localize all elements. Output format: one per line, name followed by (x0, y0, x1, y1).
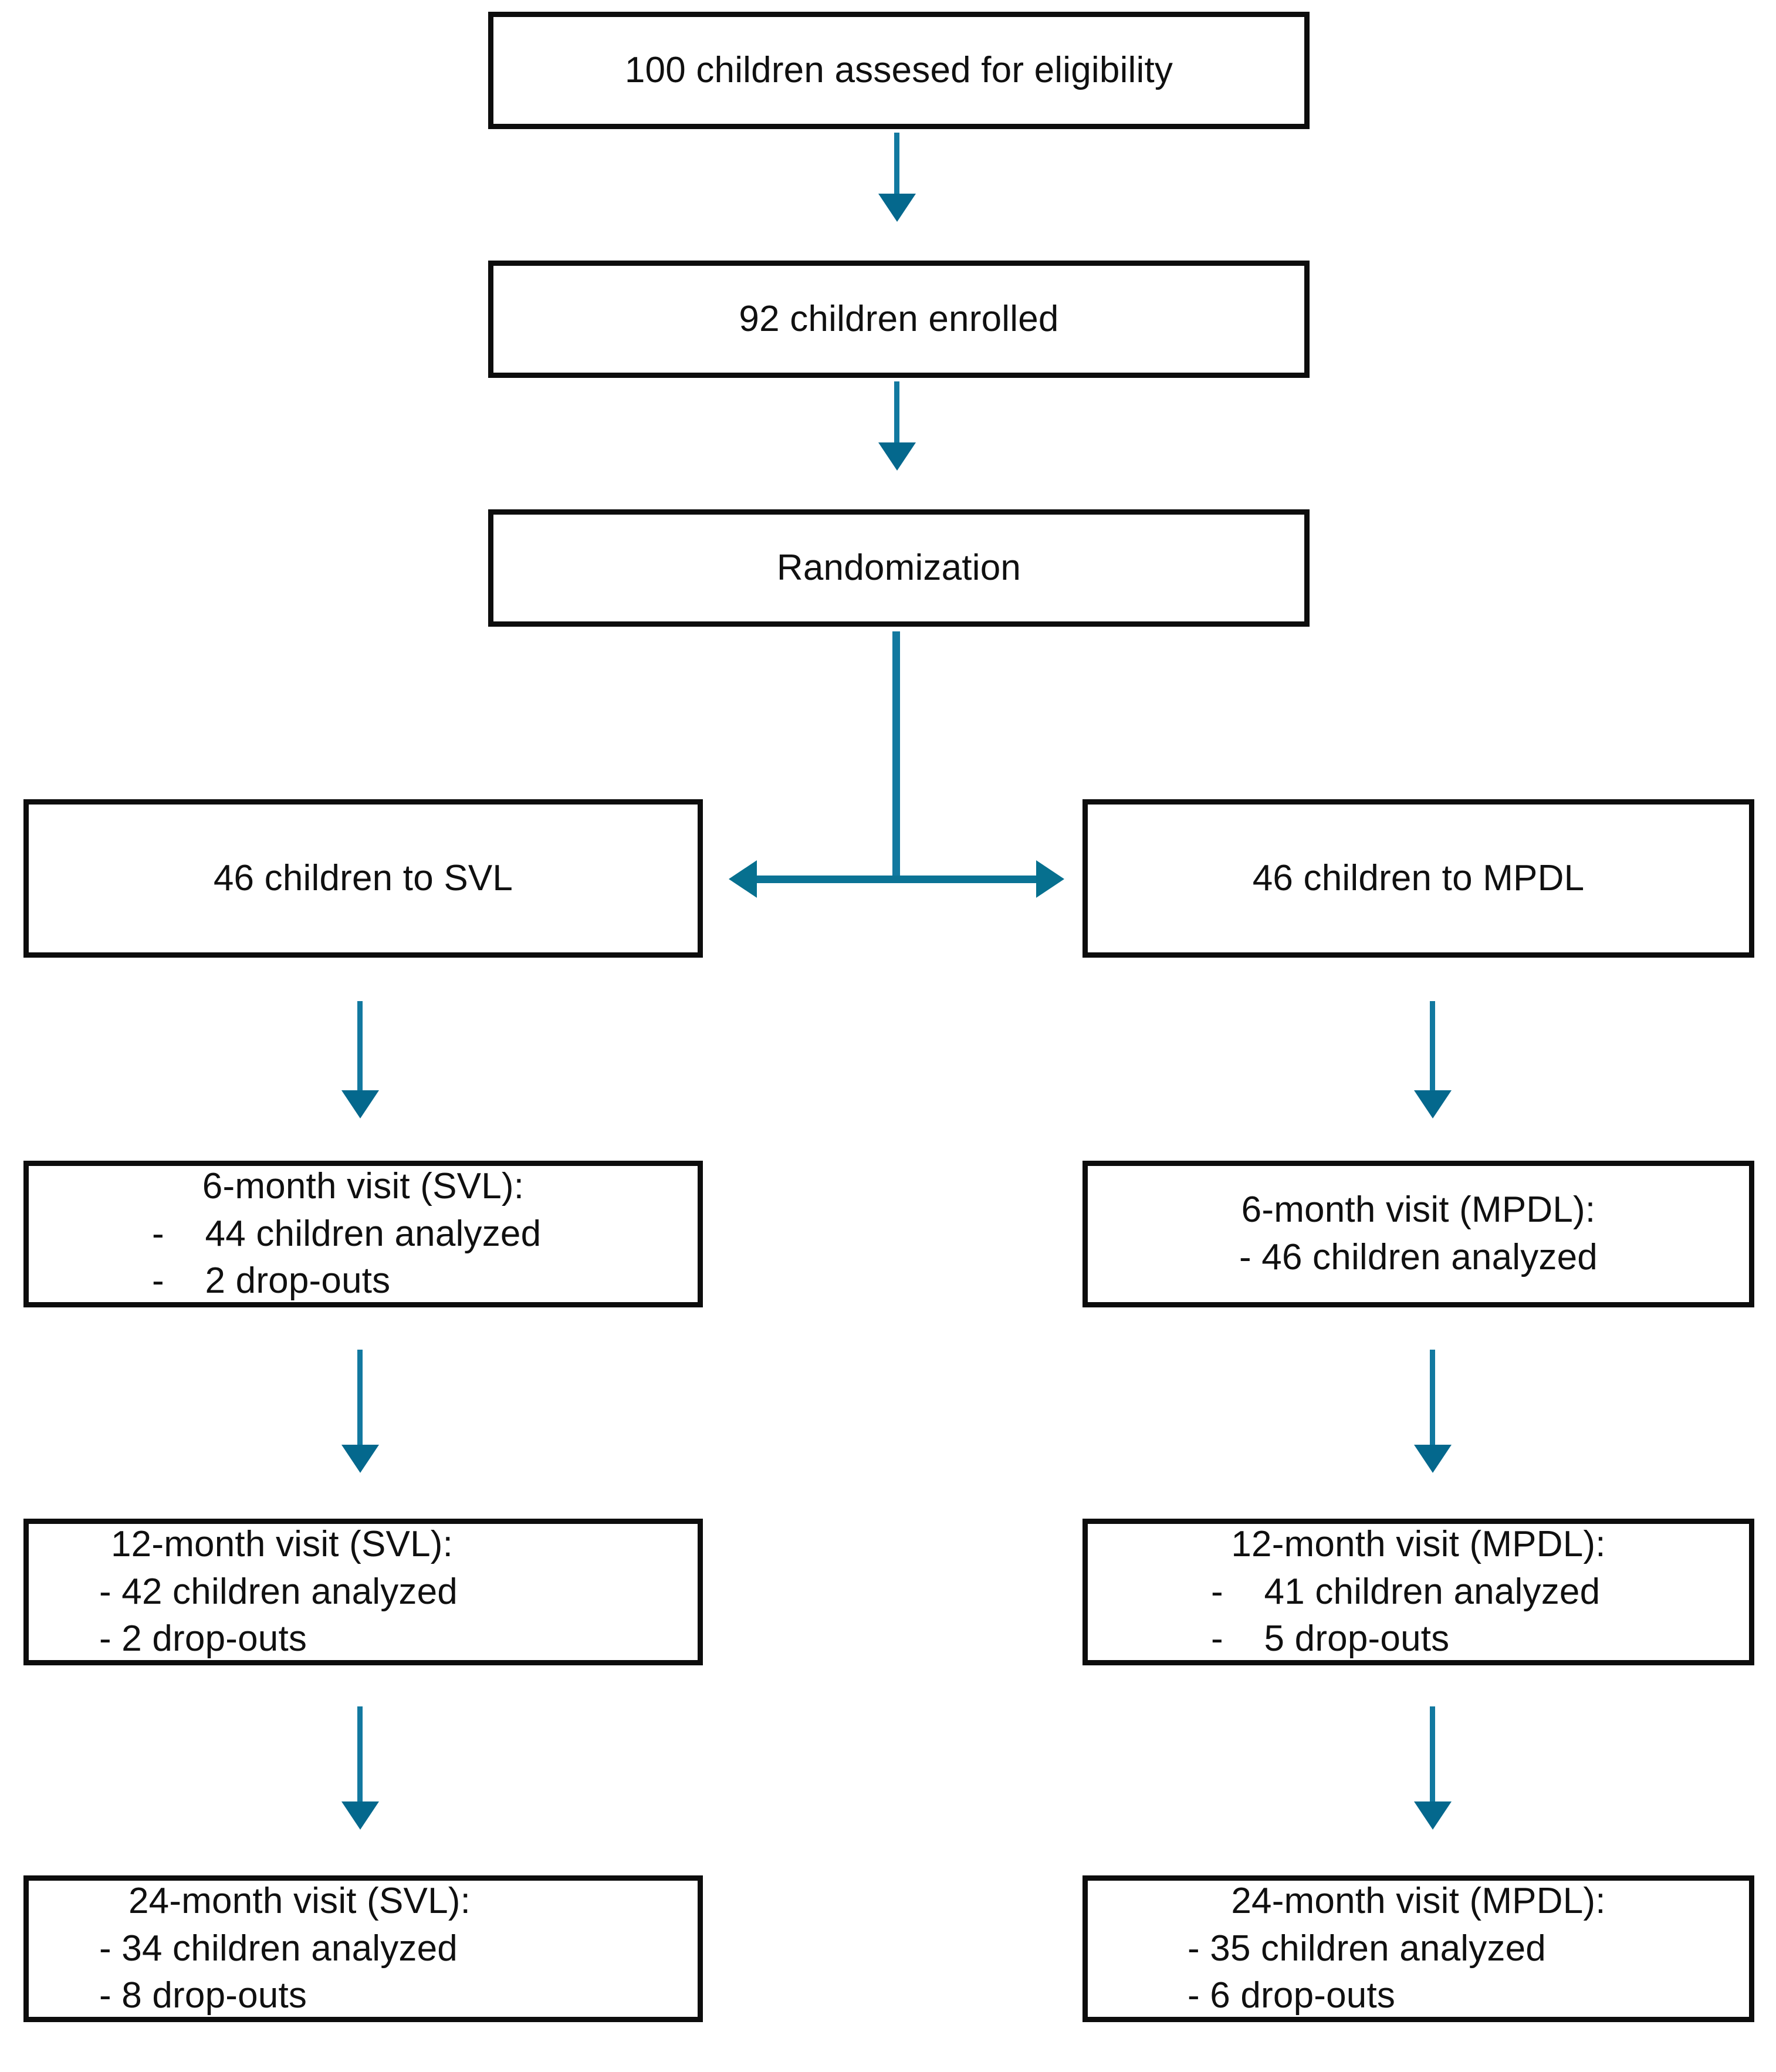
node-svl-24month-title: 24-month visit (SVL): (128, 1881, 471, 1922)
node-svl-6month-line2: - 2 drop-outs (152, 1260, 391, 1302)
node-mpdl-12month-title: 12-month visit (MPDL): (1231, 1524, 1606, 1565)
node-mpdl-24month-title: 24-month visit (MPDL): (1231, 1881, 1606, 1922)
arrow-allocation-head-left-icon (729, 860, 757, 898)
arrow-svl-6m-to-12m-shaft (357, 1350, 363, 1449)
node-svl-12month-line1: - 42 children analyzed (99, 1571, 458, 1612)
node-enrolled: 92 children enrolled (488, 261, 1310, 378)
arrow-svl-alloc-to-6m-head (341, 1090, 379, 1118)
node-mpdl-allocation-label: 46 children to MPDL (1252, 857, 1585, 898)
arrow-svl-alloc-to-6m-shaft (357, 1001, 363, 1095)
node-svl-allocation-label: 46 children to SVL (213, 857, 513, 898)
arrow-allocation-head-right-icon (1036, 860, 1064, 898)
arrow-mpdl-alloc-to-6m-head (1414, 1090, 1452, 1118)
arrow-mpdl-6m-to-12m-head (1414, 1445, 1452, 1473)
arrow-eligibility-to-enrolled-shaft (894, 133, 899, 197)
node-mpdl-12month: 12-month visit (MPDL): - 41 children ana… (1082, 1519, 1754, 1665)
arrow-randomization-trunk (892, 631, 900, 878)
node-mpdl-allocation: 46 children to MPDL (1082, 799, 1754, 958)
node-svl-12month-line2: - 2 drop-outs (99, 1618, 307, 1659)
node-mpdl-6month-line1: - 46 children analyzed (1239, 1237, 1598, 1277)
node-svl-24month-line1: - 34 children analyzed (99, 1928, 458, 1969)
arrow-svl-12m-to-24m-head (341, 1801, 379, 1830)
node-svl-6month-line1: - 44 children analyzed (152, 1213, 542, 1254)
arrow-mpdl-12m-to-24m-shaft (1430, 1706, 1435, 1806)
arrow-enrolled-to-randomization-head (878, 442, 916, 471)
node-svl-12month-title: 12-month visit (SVL): (111, 1524, 454, 1565)
node-eligibility: 100 children assesed for eligibility (488, 12, 1310, 129)
arrow-mpdl-6m-to-12m-shaft (1430, 1350, 1435, 1449)
node-svl-allocation: 46 children to SVL (23, 799, 703, 958)
node-mpdl-24month-line1: - 35 children analyzed (1188, 1928, 1546, 1969)
node-mpdl-12month-line1: - 41 children analyzed (1211, 1571, 1601, 1612)
node-mpdl-6month: 6-month visit (MPDL): - 46 children anal… (1082, 1161, 1754, 1307)
node-mpdl-24month-line2: - 6 drop-outs (1188, 1975, 1396, 2016)
arrow-mpdl-12m-to-24m-head (1414, 1801, 1452, 1830)
arrow-mpdl-alloc-to-6m-shaft (1430, 1001, 1435, 1095)
arrow-enrolled-to-randomization-shaft (894, 381, 899, 446)
node-svl-24month: 24-month visit (SVL): - 34 children anal… (23, 1875, 703, 2022)
arrow-eligibility-to-enrolled-head (878, 194, 916, 222)
arrow-svl-12m-to-24m-shaft (357, 1706, 363, 1806)
node-mpdl-6month-title: 6-month visit (MPDL): (1241, 1189, 1596, 1231)
arrow-svl-6m-to-12m-head (341, 1445, 379, 1473)
node-svl-6month: 6-month visit (SVL): - 44 children analy… (23, 1161, 703, 1307)
node-mpdl-24month: 24-month visit (MPDL): - 35 children ana… (1082, 1875, 1754, 2022)
node-svl-24month-line2: - 8 drop-outs (99, 1975, 307, 2016)
node-eligibility-label: 100 children assesed for eligibility (624, 49, 1173, 90)
node-svl-12month: 12-month visit (SVL): - 42 children anal… (23, 1519, 703, 1665)
node-mpdl-12month-line2: - 5 drop-outs (1211, 1618, 1450, 1659)
arrow-allocation-bidirectional-shaft (756, 876, 1037, 883)
node-randomization: Randomization (488, 509, 1310, 627)
node-svl-6month-title: 6-month visit (SVL): (202, 1166, 525, 1207)
node-randomization-label: Randomization (776, 547, 1021, 588)
node-enrolled-label: 92 children enrolled (739, 298, 1059, 339)
